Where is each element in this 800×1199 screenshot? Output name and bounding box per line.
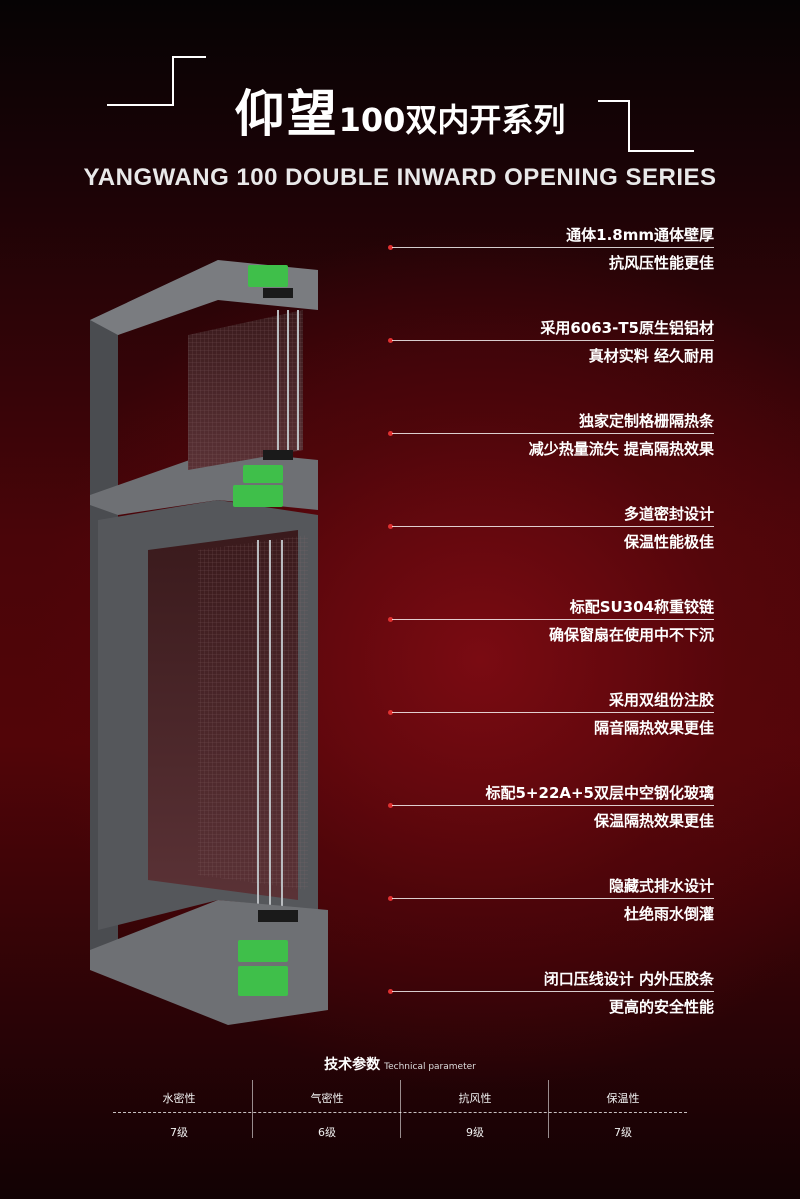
bullet-dot-icon <box>388 524 393 529</box>
feature-desc: 隔音隔热效果更佳 <box>593 719 714 737</box>
page-title-series: 100双内开系列 <box>338 101 566 139</box>
list-item: 标配SU304称重铰链 确保窗扇在使用中不下沉 <box>388 594 718 654</box>
title-bracket-right <box>628 150 694 152</box>
feature-desc: 更高的安全性能 <box>608 998 714 1016</box>
param-divider <box>548 1080 549 1138</box>
param-value: 6级 <box>318 1126 336 1139</box>
bullet-dot-icon <box>388 245 393 250</box>
title-bracket-left <box>172 56 206 58</box>
list-item: 多道密封设计 保温性能极佳 <box>388 501 718 561</box>
feature-title: 多道密封设计 <box>623 505 714 523</box>
feature-divider <box>392 526 714 527</box>
feature-title: 独家定制格栅隔热条 <box>578 412 714 430</box>
bullet-dot-icon <box>388 989 393 994</box>
feature-divider <box>392 898 714 899</box>
screen-mesh-upper <box>188 310 303 470</box>
bullet-dot-icon <box>388 617 393 622</box>
feature-title: 标配SU304称重铰链 <box>569 598 714 616</box>
params-title-en: Technical parameter <box>384 1062 476 1072</box>
param-divider <box>400 1080 401 1138</box>
feature-divider <box>392 619 714 620</box>
list-item: 隐藏式排水设计 杜绝雨水倒灌 <box>388 873 718 933</box>
thermal-break-strips <box>233 265 288 996</box>
bullet-dot-icon <box>388 710 393 715</box>
param-item: 抗风性 9级 <box>401 1080 549 1140</box>
param-item: 水密性 7级 <box>105 1080 253 1140</box>
param-value: 7级 <box>170 1126 188 1139</box>
list-item: 标配5+22A+5双层中空钢化玻璃 保温隔热效果更佳 <box>388 780 718 840</box>
param-value: 9级 <box>466 1126 484 1139</box>
feature-desc: 保温性能极佳 <box>623 533 714 551</box>
feature-title: 闭口压线设计 内外压胶条 <box>543 970 714 988</box>
feature-title: 标配5+22A+5双层中空钢化玻璃 <box>485 784 715 802</box>
feature-divider <box>392 340 714 341</box>
bullet-dot-icon <box>388 896 393 901</box>
bullet-dot-icon <box>388 803 393 808</box>
feature-desc: 减少热量流失 提高隔热效果 <box>528 440 714 458</box>
param-name: 水密性 <box>162 1092 196 1105</box>
feature-desc: 确保窗扇在使用中不下沉 <box>548 626 714 644</box>
page-subtitle-en: YANGWANG 100 DOUBLE INWARD OPENING SERIE… <box>83 164 717 191</box>
feature-title: 通体1.8mm通体壁厚 <box>566 226 714 244</box>
param-name: 保温性 <box>606 1092 640 1105</box>
bullet-dot-icon <box>388 431 393 436</box>
feature-desc: 保温隔热效果更佳 <box>593 812 714 830</box>
param-name: 气密性 <box>310 1092 344 1105</box>
title-block: 仰望100双内开系列 YANGWANG 100 DOUBLE INWARD OP… <box>0 0 800 200</box>
title-bracket-right <box>628 100 630 152</box>
list-item: 闭口压线设计 内外压胶条 更高的安全性能 <box>388 966 718 1026</box>
list-item: 采用双组份注胶 隔音隔热效果更佳 <box>388 687 718 747</box>
feature-divider <box>392 991 714 992</box>
feature-title: 隐藏式排水设计 <box>608 877 714 895</box>
window-profile-illustration <box>90 260 328 1025</box>
feature-title: 采用双组份注胶 <box>608 691 714 709</box>
title-bracket-left <box>107 104 172 106</box>
feature-divider <box>392 805 714 806</box>
page-title-brand: 仰望 <box>234 85 339 143</box>
title-bracket-left <box>172 56 174 106</box>
param-dashed-line <box>113 1112 687 1113</box>
feature-desc: 杜绝雨水倒灌 <box>623 905 714 923</box>
feature-title: 采用6063-T5原生铝铝材 <box>540 319 714 337</box>
feature-divider <box>392 433 714 434</box>
param-item: 保温性 7级 <box>549 1080 697 1140</box>
param-name: 抗风性 <box>458 1092 492 1105</box>
feature-divider <box>392 247 714 248</box>
screen-mesh-lower <box>198 535 308 890</box>
param-value: 7级 <box>614 1126 632 1139</box>
list-item: 采用6063-T5原生铝铝材 真材实料 经久耐用 <box>388 315 718 375</box>
param-item: 气密性 6级 <box>253 1080 401 1140</box>
bullet-dot-icon <box>388 338 393 343</box>
param-divider <box>252 1080 253 1138</box>
list-item: 通体1.8mm通体壁厚 抗风压性能更佳 <box>388 222 718 282</box>
feature-desc: 抗风压性能更佳 <box>608 254 714 272</box>
params-title-cn: 技术参数 <box>324 1057 381 1073</box>
page-title: 仰望100双内开系列 <box>0 74 800 146</box>
title-bracket-right <box>598 100 630 102</box>
feature-divider <box>392 712 714 713</box>
list-item: 独家定制格栅隔热条 减少热量流失 提高隔热效果 <box>388 408 718 468</box>
feature-desc: 真材实料 经久耐用 <box>588 347 714 365</box>
